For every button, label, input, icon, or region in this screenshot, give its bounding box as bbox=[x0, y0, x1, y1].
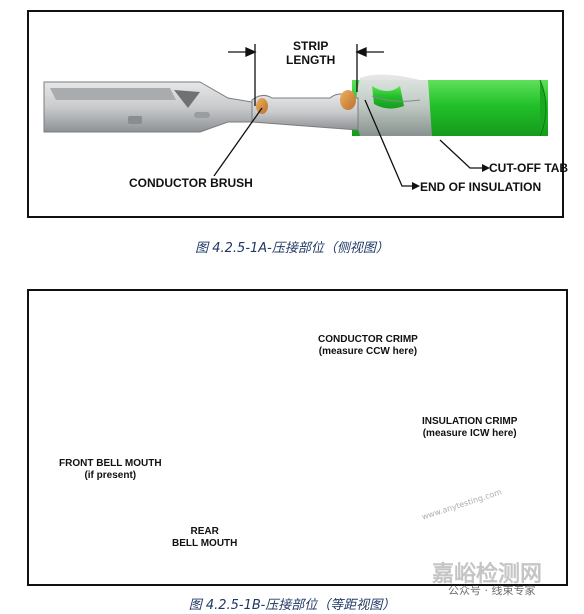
rear-bell-mouth-line1: REAR bbox=[190, 526, 219, 537]
figure1-caption: 图 4.2.5-1A-压接部位（侧视图） bbox=[195, 241, 389, 256]
end-of-insulation-label: END OF INSULATION bbox=[420, 180, 542, 194]
cut-off-tab-label: CUT-OFF TAB bbox=[489, 161, 569, 175]
conductor-brush-leader bbox=[213, 107, 263, 177]
figure2-caption: 图 4.2.5-1B-压接部位（等距视图） bbox=[188, 598, 396, 613]
strip-length-line1: STRIP bbox=[293, 39, 329, 53]
insulation-crimp-label: INSULATION CRIMP (measure ICW here) bbox=[422, 416, 517, 439]
insulation-crimp-side bbox=[356, 74, 432, 136]
conductor-brush-label: CONDUCTOR BRUSH bbox=[129, 176, 253, 190]
strip-length-dimension bbox=[228, 44, 384, 106]
strip-length-line2: LENGTH bbox=[286, 52, 336, 67]
rear-bell-mouth-label: REAR BELL MOUTH bbox=[172, 526, 237, 549]
watermark-sub: 公众号 · 线束专家 bbox=[448, 584, 536, 597]
cut-off-tab-arrow bbox=[482, 164, 490, 172]
rear-bell-mouth-line2: BELL MOUTH bbox=[172, 537, 238, 549]
watermark-main: 嘉峪检测网 bbox=[432, 562, 543, 587]
conductor-crimp-label: CONDUCTOR CRIMP (measure CCW here) bbox=[318, 334, 418, 357]
cut-off-tab-leader bbox=[439, 139, 482, 169]
end-of-insulation-leader bbox=[364, 99, 412, 187]
front-bell-mouth-label: FRONT BELL MOUTH (if present) bbox=[59, 458, 162, 481]
front-bell-mouth-title: FRONT BELL MOUTH bbox=[59, 458, 162, 469]
strip-length-label: STRIP LENGTH bbox=[286, 39, 336, 68]
end-of-insulation-arrow bbox=[412, 182, 420, 190]
conductor-crimp-note: (measure CCW here) bbox=[318, 345, 418, 357]
insulation-crimp-note: (measure ICW here) bbox=[422, 427, 517, 439]
insulation-crimp-title: INSULATION CRIMP bbox=[422, 416, 518, 427]
terminal-body-side bbox=[43, 81, 253, 133]
conductor-crimp-side bbox=[251, 90, 359, 131]
front-bell-mouth-note: (if present) bbox=[84, 469, 137, 481]
figure-isometric-view bbox=[27, 289, 568, 586]
conductor-crimp-title: CONDUCTOR CRIMP bbox=[318, 334, 418, 345]
